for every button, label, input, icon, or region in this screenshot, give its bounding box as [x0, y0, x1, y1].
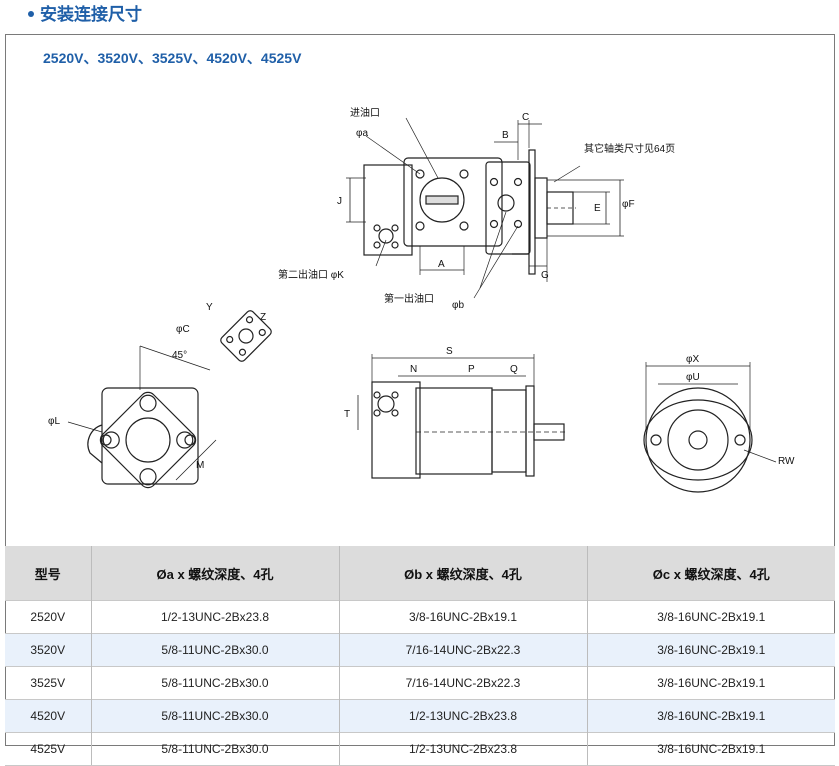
cell-c: 3/8-16UNC-2Bx19.1 — [587, 666, 835, 700]
cell-c: 3/8-16UNC-2Bx19.1 — [587, 633, 835, 667]
label-P: P — [468, 364, 475, 375]
port-detail — [220, 310, 272, 362]
cell-model: 3520V — [5, 633, 92, 667]
header-a-thread: Øa x 螺纹深度、4孔 — [91, 546, 340, 601]
table-row: 2520V 1/2-13UNC-2Bx23.8 3/8-16UNC-2Bx19.… — [5, 600, 835, 634]
cell-c: 3/8-16UNC-2Bx19.1 — [587, 732, 835, 766]
label-A: A — [438, 259, 445, 270]
cell-a: 5/8-11UNC-2Bx30.0 — [91, 699, 340, 733]
label-other-shaft: 其它轴类尺寸见64页 — [584, 142, 675, 155]
label-J: J — [337, 196, 342, 207]
cell-b: 1/2-13UNC-2Bx23.8 — [339, 732, 588, 766]
thread-spec-table: 型号 Øa x 螺纹深度、4孔 Øb x 螺纹深度、4孔 Øc x 螺纹深度、4… — [5, 546, 835, 766]
table-header-row: 型号 Øa x 螺纹深度、4孔 Øb x 螺纹深度、4孔 Øc x 螺纹深度、4… — [5, 546, 835, 601]
cell-a: 5/8-11UNC-2Bx30.0 — [91, 732, 340, 766]
cell-a: 5/8-11UNC-2Bx30.0 — [91, 633, 340, 667]
label-E: E — [594, 203, 601, 214]
bullet-icon — [28, 10, 34, 17]
header-c-thread: Øc x 螺纹深度、4孔 — [587, 546, 835, 601]
label-N: N — [410, 364, 417, 375]
rear-view — [643, 362, 777, 493]
table-row: 4520V 5/8-11UNC-2Bx30.0 1/2-13UNC-2Bx23.… — [5, 699, 835, 733]
label-angle: 45° — [172, 350, 187, 361]
label-S: S — [446, 346, 453, 357]
section-title-text: 安装连接尺寸 — [40, 5, 142, 24]
label-phi-U: φU — [686, 372, 700, 383]
cell-model: 4520V — [5, 699, 92, 733]
label-Y: Y — [206, 302, 213, 313]
label-phi-b: φb — [452, 300, 464, 311]
cell-b: 7/16-14UNC-2Bx22.3 — [339, 666, 588, 700]
cell-c: 3/8-16UNC-2Bx19.1 — [587, 600, 835, 634]
label-phi-X: φX — [686, 354, 699, 365]
label-Z: Z — [260, 312, 266, 323]
table-row: 3520V 5/8-11UNC-2Bx30.0 7/16-14UNC-2Bx22… — [5, 633, 835, 667]
side-view — [357, 354, 566, 479]
header-b-thread: Øb x 螺纹深度、4孔 — [339, 546, 588, 601]
cell-b: 1/2-13UNC-2Bx23.8 — [339, 699, 588, 733]
top-view — [346, 117, 624, 299]
label-B: B — [502, 130, 509, 141]
label-RW: RW — [778, 456, 795, 467]
header-model: 型号 — [5, 546, 92, 601]
label-second-outlet: 第二出油口 φK — [278, 268, 344, 281]
label-C: C — [522, 112, 529, 123]
section-title: 安装连接尺寸 — [28, 3, 142, 27]
label-first-outlet: 第一出油口 — [384, 292, 434, 305]
label-phi-a: φa — [356, 128, 368, 139]
label-T: T — [344, 409, 350, 420]
label-M: M — [196, 460, 204, 471]
pump-dimension-drawing: 进油口 φa B C 其它轴类尺寸见64页 J E φF A G 第二出油口 φ… — [48, 106, 795, 493]
cell-c: 3/8-16UNC-2Bx19.1 — [587, 699, 835, 733]
label-phi-L: φL — [48, 416, 60, 427]
table-row: 3525V 5/8-11UNC-2Bx30.0 7/16-14UNC-2Bx22… — [5, 666, 835, 700]
table-row: 4525V 5/8-11UNC-2Bx30.0 1/2-13UNC-2Bx23.… — [5, 732, 835, 766]
cell-model: 4525V — [5, 732, 92, 766]
cell-a: 1/2-13UNC-2Bx23.8 — [91, 600, 340, 634]
cell-a: 5/8-11UNC-2Bx30.0 — [91, 666, 340, 700]
label-G: G — [541, 270, 549, 281]
cell-b: 7/16-14UNC-2Bx22.3 — [339, 633, 588, 667]
label-Q: Q — [510, 364, 518, 375]
model-list: 2520V、3520V、3525V、4520V、4525V — [43, 50, 302, 66]
label-phi-C: φC — [176, 324, 190, 335]
label-phi-F: φF — [622, 199, 635, 210]
front-view — [67, 345, 217, 489]
cell-b: 3/8-16UNC-2Bx19.1 — [339, 600, 588, 634]
cell-model: 3525V — [5, 666, 92, 700]
label-inlet: 进油口 — [350, 106, 380, 119]
cell-model: 2520V — [5, 600, 92, 634]
